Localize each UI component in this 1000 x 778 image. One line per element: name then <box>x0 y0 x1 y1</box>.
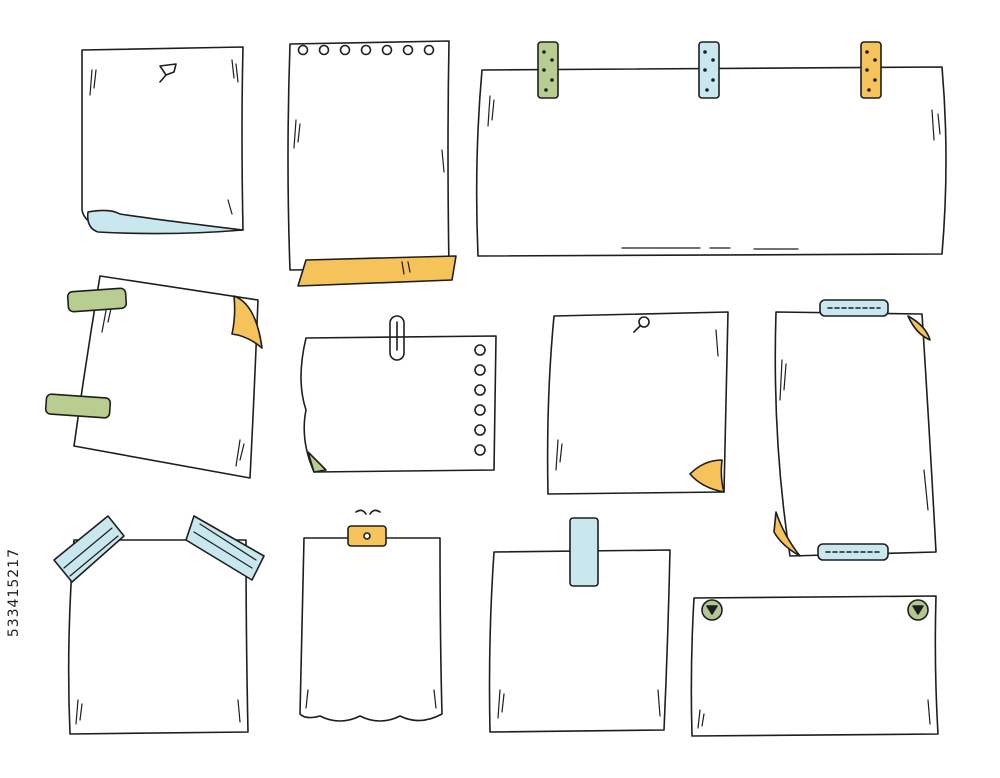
note-wide-taped <box>475 41 947 257</box>
washi-tape <box>44 287 128 419</box>
note-pinned-square <box>546 311 729 495</box>
punch-holes <box>474 344 486 456</box>
washi-tape <box>53 515 265 583</box>
washi-tape <box>817 299 889 561</box>
note-curled-corner <box>81 46 244 235</box>
washi-tape <box>698 41 720 99</box>
note-taped-left <box>44 275 263 479</box>
spiral-rings <box>297 44 435 56</box>
note-corner-taped <box>53 515 265 735</box>
washi-tape <box>860 41 882 99</box>
paperclip-icon <box>389 315 405 361</box>
watermark-id: 533415217 <box>6 548 22 638</box>
note-tape-square <box>488 517 671 733</box>
note-paperclip-ring <box>300 315 497 473</box>
washi-tape <box>537 41 559 99</box>
note-binder-clip <box>299 509 443 722</box>
note-vertical-curled <box>773 299 937 561</box>
note-button-card <box>690 595 939 737</box>
pushpin-icon <box>633 316 650 333</box>
washi-tape <box>569 517 599 587</box>
pushpin-icon <box>159 63 177 83</box>
push-button-icon <box>701 599 929 621</box>
note-spiral-notepad <box>287 40 457 287</box>
binder-clip-icon <box>347 509 387 547</box>
